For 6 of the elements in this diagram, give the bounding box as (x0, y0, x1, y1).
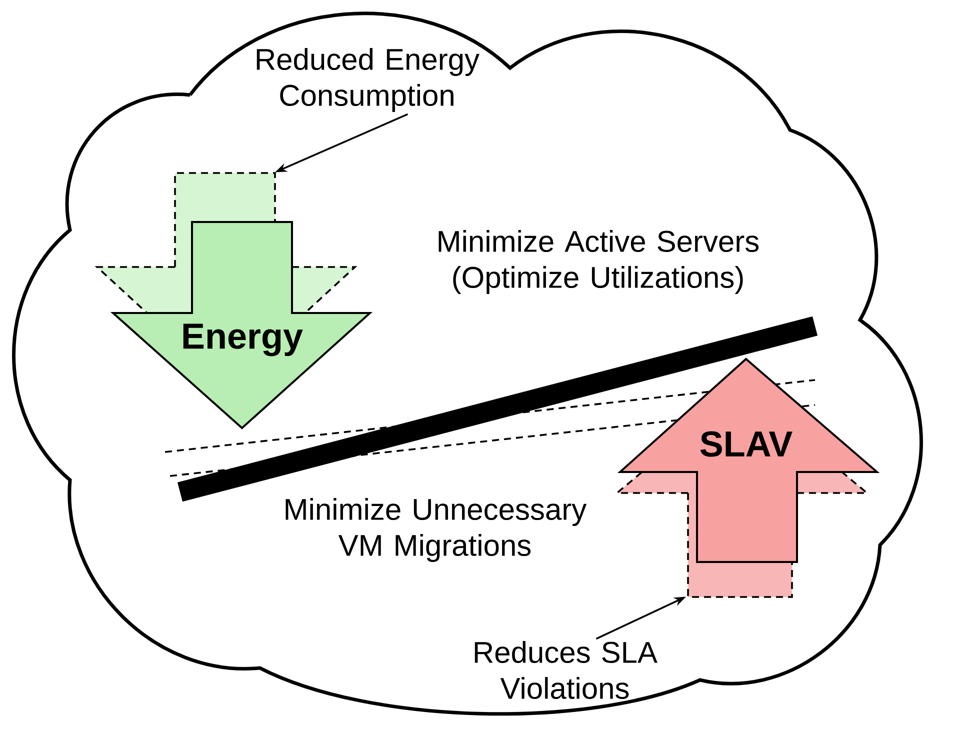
dashed-arrow-outline (94, 172, 358, 314)
dashed-arrow-outline (614, 471, 870, 598)
annotation-text: Reduces SLA Violations (474, 641, 658, 700)
annotation-text: Reduced Energy Consumption (256, 48, 480, 112)
annotation-text: Minimize Unnecessary VM Migrations (286, 498, 587, 562)
annotation-text: Minimize Active Servers (Optimize Utilizations) (438, 230, 759, 294)
